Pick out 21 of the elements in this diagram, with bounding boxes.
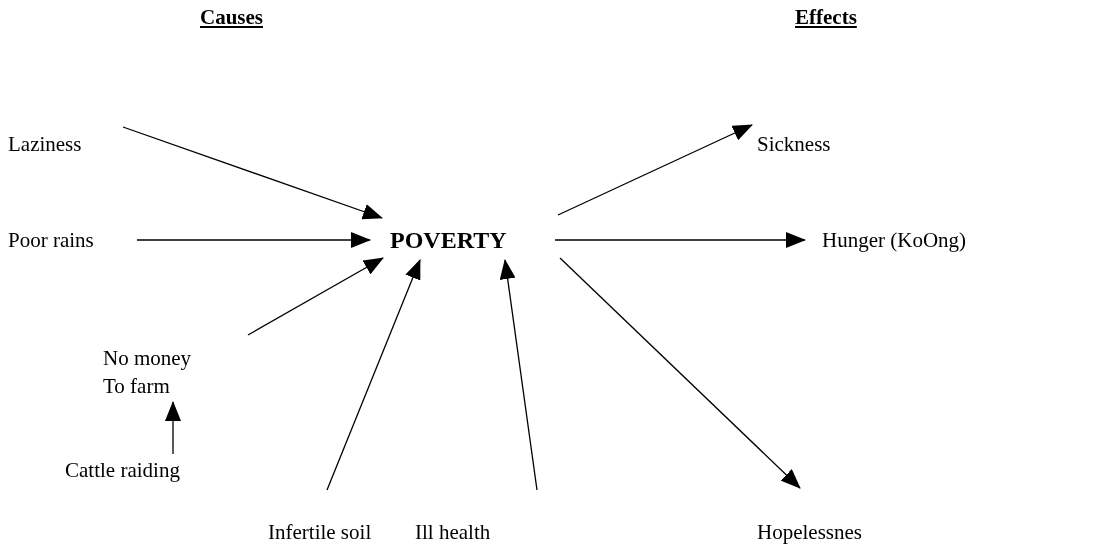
arrow [557, 124, 753, 216]
arrow [326, 259, 421, 491]
arrow [247, 257, 384, 336]
text-label: Sickness [757, 131, 832, 158]
heading: Causes [200, 5, 263, 30]
text-label: Poor rains [8, 227, 95, 254]
text-label: Infertile soil [268, 519, 373, 546]
arrow [554, 232, 806, 248]
heading: Effects [795, 5, 857, 30]
arrow [499, 259, 538, 491]
arrow [136, 232, 371, 248]
arrow [559, 257, 801, 489]
text-label: Ill health [415, 519, 492, 546]
arrow [122, 126, 383, 220]
central-term: POVERTY [390, 226, 508, 254]
text-label: Hopelessnes [757, 519, 863, 546]
text-label: Laziness [8, 131, 83, 158]
text-label: Cattle raiding [65, 457, 181, 484]
text-label: No money To farm [103, 345, 193, 400]
text-label: Hunger (KoOng) [822, 227, 968, 254]
arrow [165, 401, 181, 455]
